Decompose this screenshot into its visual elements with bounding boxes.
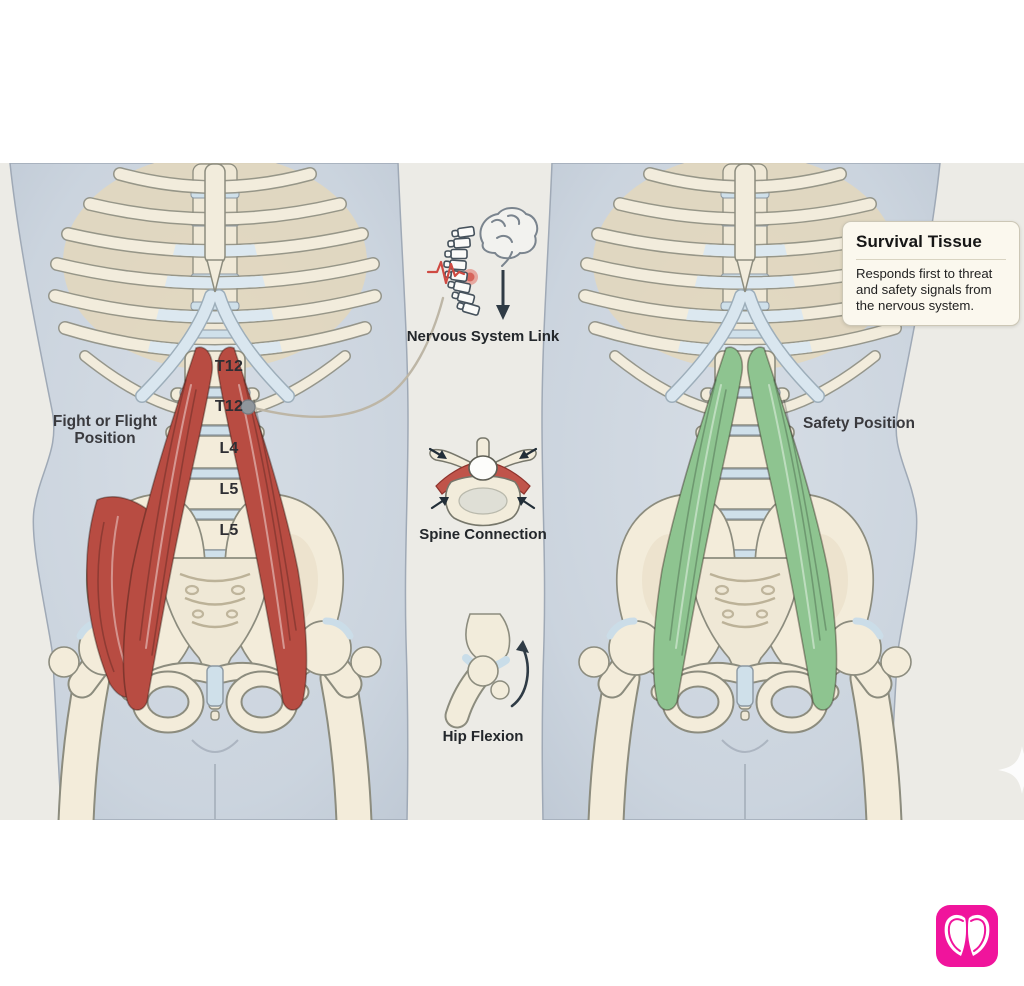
nervous-system-icon xyxy=(426,207,539,320)
sparkle-icon xyxy=(998,746,1024,794)
leader-line xyxy=(248,296,445,419)
vertebra-label-l5-upper: L5 xyxy=(219,481,239,498)
hip-flexion-icon xyxy=(444,613,530,729)
butterfly-logo xyxy=(936,905,998,967)
vertebra-label-t12-lower: T12 xyxy=(214,398,244,415)
right-figure-label: Safety Position xyxy=(803,415,915,432)
vertebra-label-l4: L4 xyxy=(219,440,239,457)
callout-divider xyxy=(856,259,1006,260)
down-arrow-icon xyxy=(496,270,510,320)
left-psoas-muscles xyxy=(85,346,308,712)
survival-tissue-callout: Survival Tissue Responds first to threat… xyxy=(842,221,1020,327)
callout-title: Survival Tissue xyxy=(856,232,982,251)
left-figure-label: Fight or Flight Position xyxy=(52,413,158,448)
spine-connection-icon xyxy=(428,437,538,527)
pulse-ecg-icon xyxy=(426,260,466,285)
inward-arrows-icon xyxy=(428,447,538,510)
hip-flexion-label: Hip Flexion xyxy=(442,728,524,745)
vertebra-label-l5-lower: L5 xyxy=(219,522,239,539)
brain-icon xyxy=(479,207,539,267)
nervous-system-link-label: Nervous System Link xyxy=(406,328,560,345)
spine-connection-label: Spine Connection xyxy=(419,526,547,543)
callout-body: Responds first to threat and safety sign… xyxy=(856,266,993,314)
curved-arrow-icon xyxy=(510,640,530,708)
vertebra-label-t12-upper: T12 xyxy=(214,358,244,375)
leader-dot xyxy=(240,399,256,415)
